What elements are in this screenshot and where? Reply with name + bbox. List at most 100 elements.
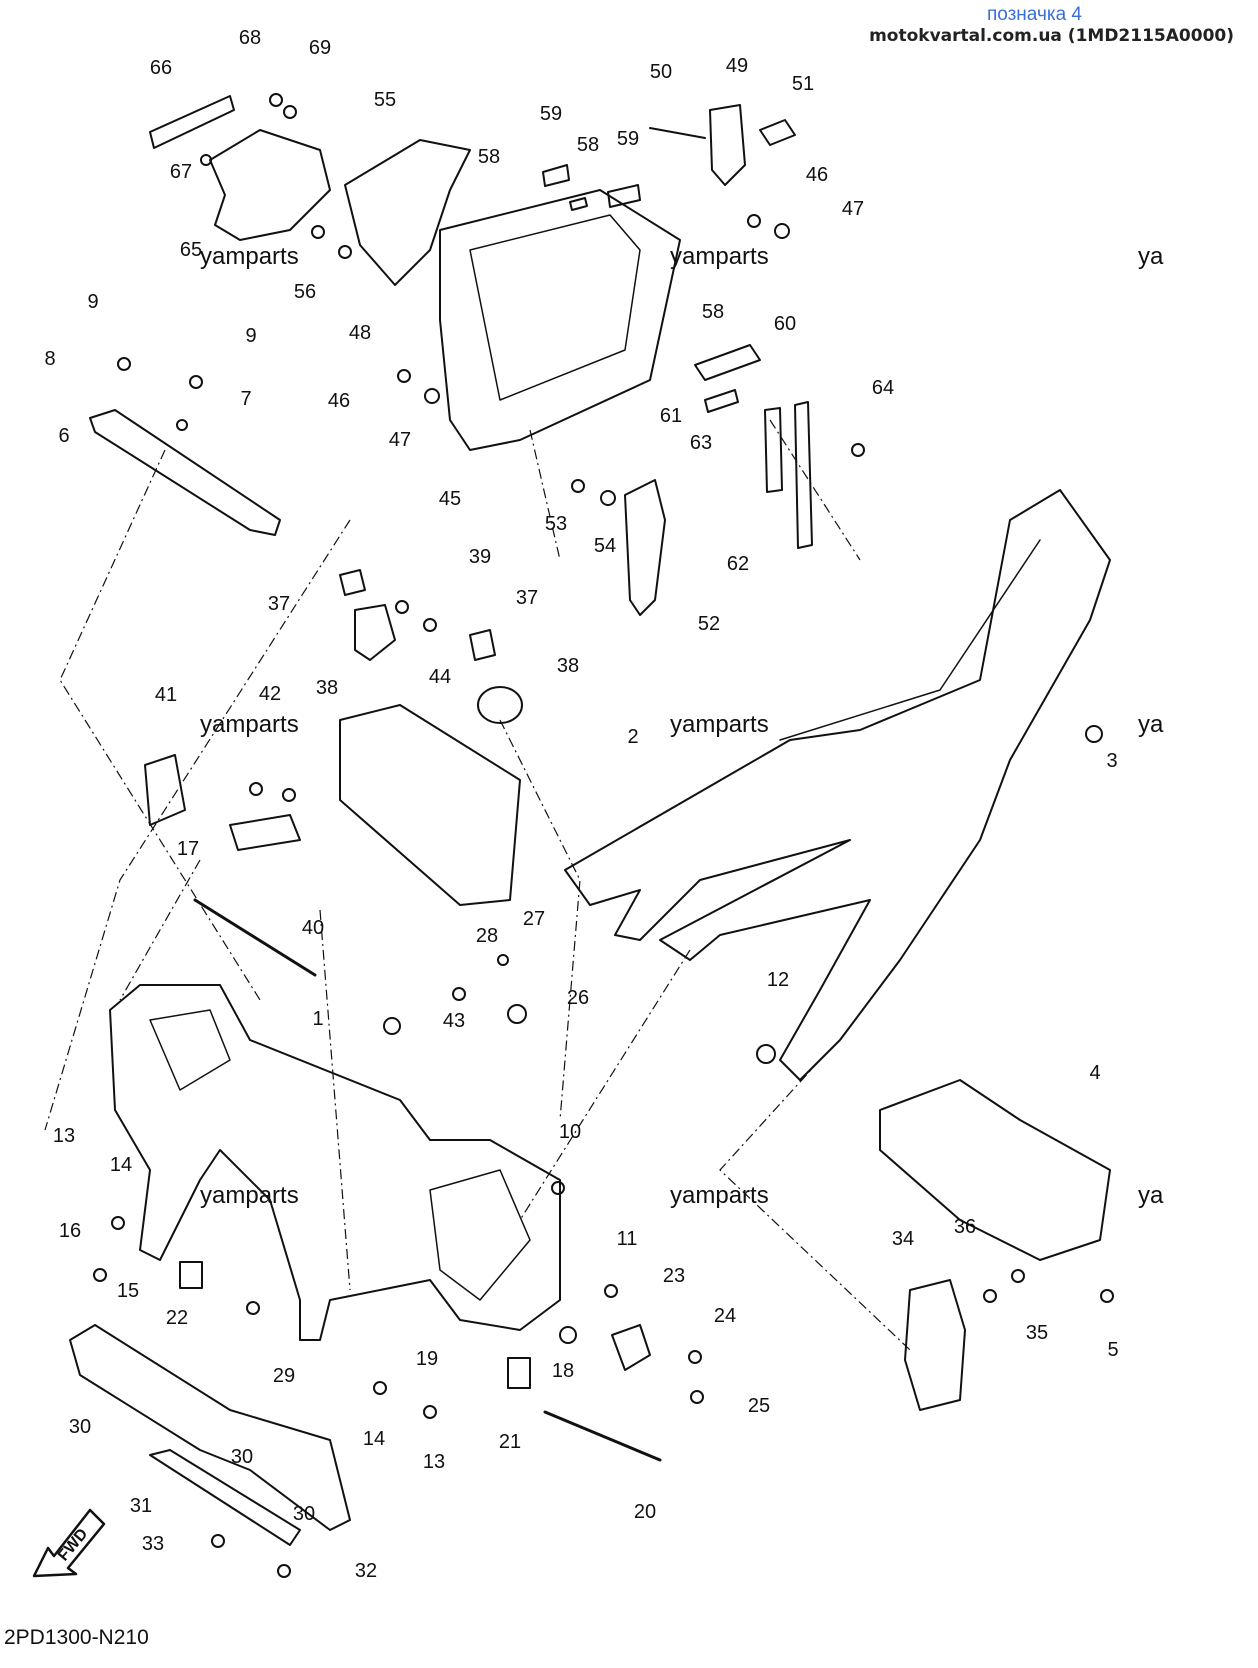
callout-25: 25 <box>748 1395 770 1417</box>
part-37-clip-a <box>339 569 366 596</box>
part-65-bracket <box>209 129 331 241</box>
callout-53: 53 <box>545 513 567 535</box>
watermark-text: yamparts <box>670 243 769 270</box>
callout-5: 5 <box>1107 1339 1118 1361</box>
callout-46: 46 <box>328 390 350 412</box>
callout-37: 37 <box>268 593 290 615</box>
callout-29: 29 <box>273 1365 295 1387</box>
callout-45: 45 <box>439 488 461 510</box>
part-20-bolt <box>543 1410 662 1462</box>
callout-10: 10 <box>559 1121 581 1143</box>
callout-24: 24 <box>714 1305 736 1327</box>
part-6-bar <box>89 409 281 536</box>
callout-33: 33 <box>142 1533 164 1555</box>
part-21-collar <box>507 1357 531 1389</box>
watermark-cut-text: ya <box>1138 711 1164 738</box>
part-45-battery-box <box>439 189 681 451</box>
callout-59: 59 <box>540 103 562 125</box>
callout-18: 18 <box>552 1360 574 1382</box>
callout-66: 66 <box>150 57 172 79</box>
callout-14: 14 <box>110 1154 132 1176</box>
callout-62: 62 <box>727 553 749 575</box>
callout-21: 21 <box>499 1431 521 1453</box>
watermark-text: yamparts <box>670 711 769 738</box>
part-38-rubber-b <box>477 686 523 724</box>
callout-48: 48 <box>349 322 371 344</box>
fwd-arrow-icon: FWD <box>32 1508 106 1578</box>
part-63-bar <box>764 407 783 493</box>
part-17-bolt <box>193 898 317 977</box>
callout-9: 9 <box>87 291 98 313</box>
part-40-clamp <box>229 814 301 851</box>
callout-30: 30 <box>293 1503 315 1525</box>
callout-28: 28 <box>476 925 498 947</box>
part-38-rubber-a <box>354 604 396 661</box>
diagram-code: 2PD1300-N210 <box>4 1626 149 1649</box>
callout-47: 47 <box>842 198 864 220</box>
callout-51: 51 <box>792 73 814 95</box>
watermark-text: yamparts <box>670 1182 769 1209</box>
callout-42: 42 <box>259 683 281 705</box>
part-55-cover <box>344 139 471 286</box>
part-62-rail <box>794 401 813 549</box>
callout-58: 58 <box>478 146 500 168</box>
watermark-cut-text: ya <box>1138 1182 1164 1209</box>
callout-32: 32 <box>355 1560 377 1582</box>
watermark-text: yamparts <box>200 243 299 270</box>
part-66-pad <box>149 95 235 149</box>
callout-43: 43 <box>443 1010 465 1032</box>
part-4-bracket <box>879 1079 1111 1261</box>
callout-38: 38 <box>316 677 338 699</box>
part-31-strip <box>149 1449 301 1546</box>
part-59-pad-a <box>542 164 570 187</box>
callout-64: 64 <box>872 377 894 399</box>
callout-38: 38 <box>557 655 579 677</box>
callout-30: 30 <box>69 1416 91 1438</box>
callout-13: 13 <box>423 1451 445 1473</box>
watermark-text: yamparts <box>200 711 299 738</box>
callout-65: 65 <box>180 239 202 261</box>
callout-58: 58 <box>577 134 599 156</box>
watermark-text: yamparts <box>200 1182 299 1209</box>
callout-13: 13 <box>53 1125 75 1147</box>
callout-2: 2 <box>627 726 638 748</box>
part-1-main-frame <box>109 984 561 1341</box>
part-52-guard <box>624 479 666 616</box>
callout-56: 56 <box>294 281 316 303</box>
source-caption: motokvartal.com.ua (1MD2115A0000) <box>869 26 1234 46</box>
callout-9: 9 <box>245 325 256 347</box>
part-41-bracket <box>144 754 186 826</box>
callout-60: 60 <box>774 313 796 335</box>
callout-63: 63 <box>690 432 712 454</box>
callout-41: 41 <box>155 684 177 706</box>
callout-49: 49 <box>726 55 748 77</box>
callout-52: 52 <box>698 613 720 635</box>
callout-14: 14 <box>363 1428 385 1450</box>
callout-37: 37 <box>516 587 538 609</box>
callout-50: 50 <box>650 61 672 83</box>
part-2-rear-frame <box>564 489 1111 1081</box>
callout-22: 22 <box>166 1307 188 1329</box>
part-34-cover <box>904 1279 966 1411</box>
part-59-pad-b <box>607 184 641 208</box>
callout-68: 68 <box>239 27 261 49</box>
callout-47: 47 <box>389 429 411 451</box>
callout-1: 1 <box>312 1008 323 1030</box>
part-61-pad <box>704 389 739 413</box>
callout-35: 35 <box>1026 1322 1048 1344</box>
callout-12: 12 <box>767 969 789 991</box>
callout-31: 31 <box>130 1495 152 1517</box>
callout-15: 15 <box>117 1280 139 1302</box>
part-58-pad-a <box>569 197 588 211</box>
callout-4: 4 <box>1089 1062 1100 1084</box>
page-title: позначка 4 <box>986 4 1082 25</box>
callout-6: 6 <box>58 425 69 447</box>
callout-67: 67 <box>170 161 192 183</box>
callout-40: 40 <box>302 917 324 939</box>
part-49-bracket <box>709 104 746 186</box>
callout-36: 36 <box>954 1216 976 1238</box>
part-60-plate <box>694 344 761 381</box>
callout-27: 27 <box>523 908 545 930</box>
part-15-collar <box>179 1261 203 1289</box>
